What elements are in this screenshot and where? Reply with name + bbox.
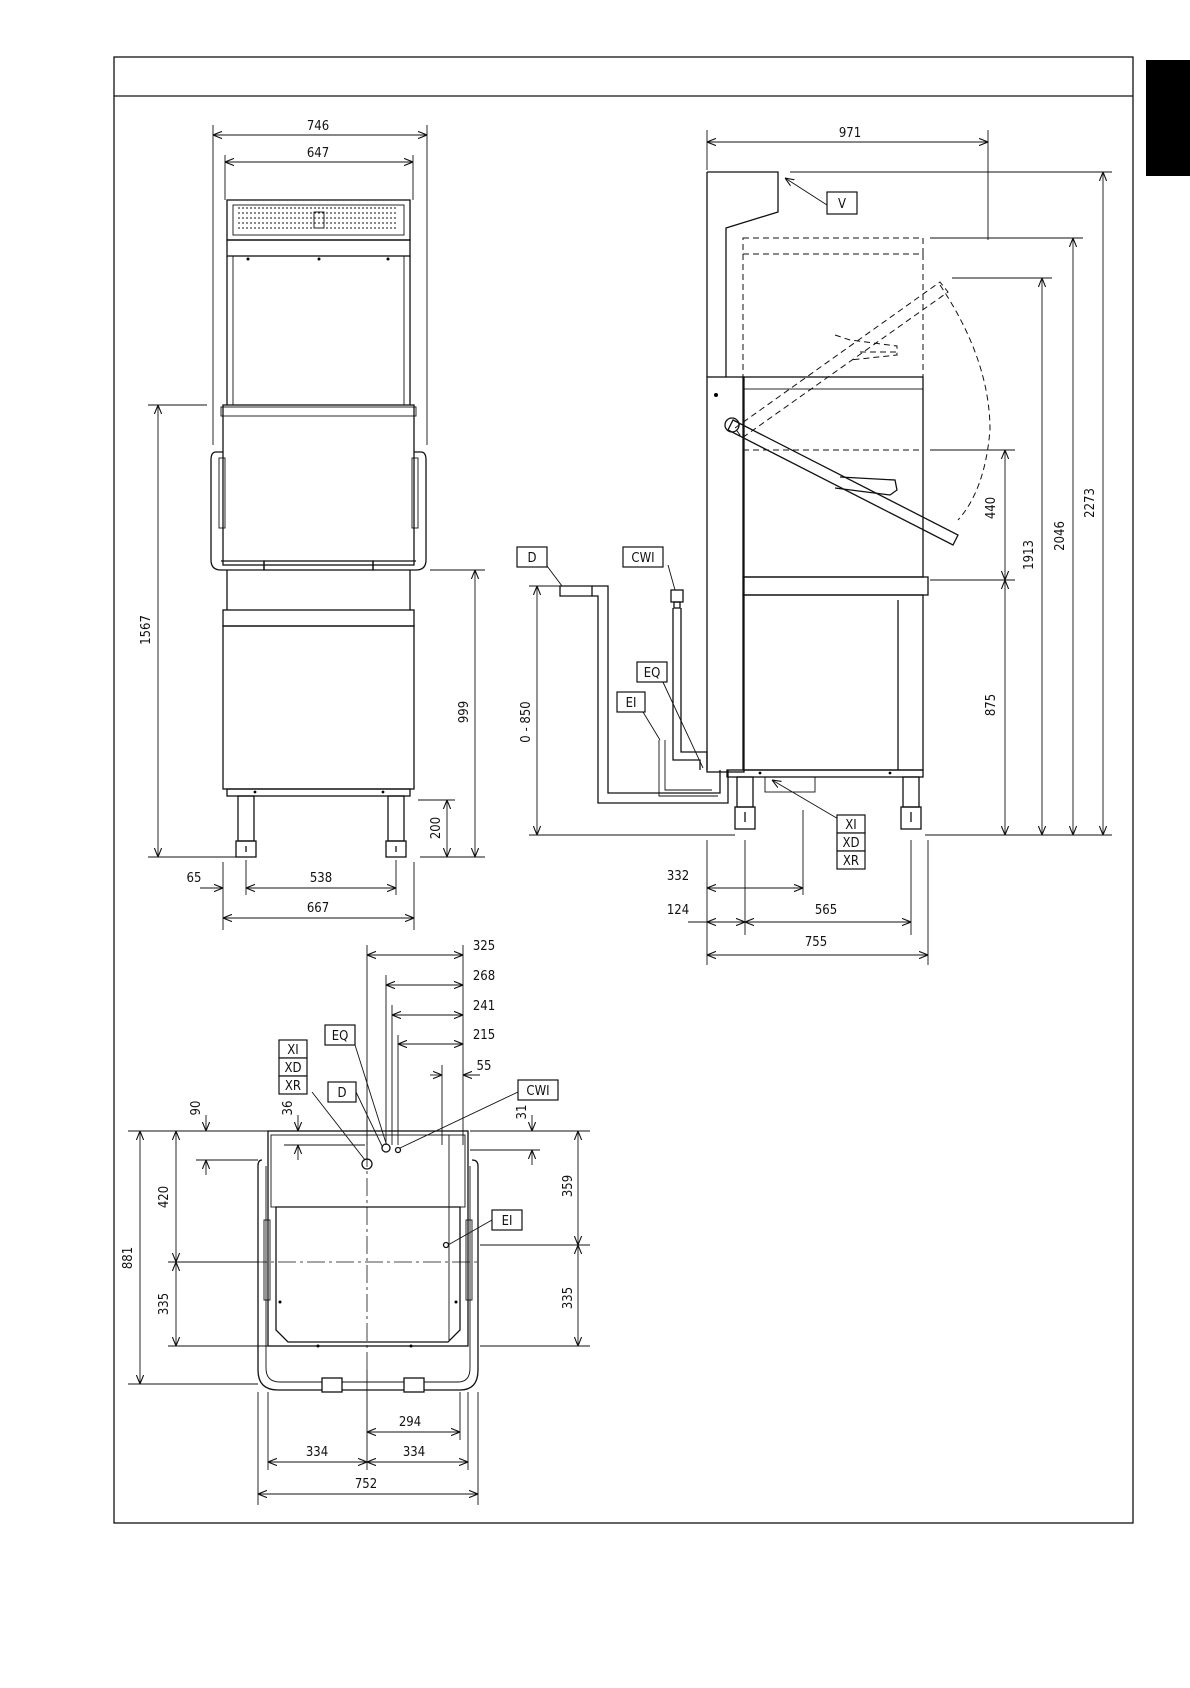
- front-view: 746 647 1567 999 200 65 538 667: [139, 119, 485, 930]
- dim-side-height-total: 2273: [1083, 488, 1098, 518]
- dim-plan-left-36: 36: [281, 1101, 296, 1116]
- dim-plan-left-881: 881: [121, 1247, 136, 1269]
- dim-plan-top-325: 325: [473, 939, 495, 954]
- dim-plan-bottom-752: 752: [355, 1477, 377, 1492]
- dim-plan-bottom-294: 294: [399, 1415, 421, 1430]
- tag-x1-plan: XI: [287, 1043, 298, 1058]
- dim-plan-bottom-334-left: 334: [306, 1445, 328, 1460]
- dim-plan-right-335: 335: [561, 1287, 576, 1309]
- plan-view: XI XD XR EQ D CWI EI 325 268 241 215 55: [121, 939, 590, 1505]
- tag-eq-side: EQ: [644, 666, 661, 681]
- dim-front-leg-spacing: 538: [310, 871, 332, 886]
- tag-d-plan: D: [337, 1086, 346, 1101]
- dim-front-leg-height: 200: [429, 817, 444, 839]
- tag-x2-side: XD: [842, 836, 859, 851]
- dim-plan-top-241: 241: [473, 999, 495, 1014]
- tag-eq-plan: EQ: [332, 1029, 349, 1044]
- tag-e-plan: EI: [502, 1214, 513, 1229]
- drawing-frame: [114, 57, 1133, 1523]
- tag-v-vent: V: [838, 197, 846, 212]
- dim-plan-left-420: 420: [157, 1186, 172, 1208]
- dim-side-drain-height: 0 - 850: [519, 701, 534, 742]
- tag-x1-side: XI: [845, 818, 856, 833]
- dim-plan-top-55: 55: [477, 1059, 492, 1074]
- dim-front-body-width: 667: [307, 901, 329, 916]
- tag-x3-plan: XR: [285, 1079, 301, 1094]
- dim-plan-right-359: 359: [561, 1175, 576, 1197]
- tag-cw-plan: CWI: [526, 1084, 549, 1099]
- dim-side-height-1913: 1913: [1022, 540, 1037, 570]
- dim-plan-31: 31: [515, 1105, 530, 1120]
- dim-front-offset: 65: [187, 871, 202, 886]
- side-view: V D CWI EQ EI XI XD XR: [517, 126, 1112, 965]
- dim-side-working-height: 875: [984, 694, 999, 716]
- dim-side-leg-offset: 124: [667, 903, 689, 918]
- dim-plan-left-335: 335: [157, 1293, 172, 1315]
- dim-front-handle-height: 999: [457, 701, 472, 723]
- dim-side-drain-offset: 332: [667, 869, 689, 884]
- dim-side-depth-open: 971: [839, 126, 861, 141]
- dim-side-height-2046: 2046: [1053, 521, 1068, 551]
- dim-side-door-opening: 440: [984, 497, 999, 519]
- tag-x3-side: XR: [843, 854, 859, 869]
- tag-cw-side: CWI: [631, 551, 654, 566]
- dim-plan-top-268: 268: [473, 969, 495, 984]
- dim-front-height-open: 1567: [139, 615, 154, 645]
- dim-front-width-inner: 647: [307, 146, 329, 161]
- tag-x2-plan: XD: [284, 1061, 301, 1076]
- dim-plan-left-90: 90: [189, 1101, 204, 1116]
- tag-e-side: EI: [626, 696, 637, 711]
- dim-front-width-outer: 746: [307, 119, 329, 134]
- section-tab: [1146, 60, 1190, 176]
- dim-plan-top-215: 215: [473, 1028, 495, 1043]
- dim-side-body-depth: 755: [805, 935, 827, 950]
- dim-side-leg-spacing: 565: [815, 903, 837, 918]
- dim-plan-bottom-334-right: 334: [403, 1445, 425, 1460]
- tag-d-drain-side: D: [527, 551, 536, 566]
